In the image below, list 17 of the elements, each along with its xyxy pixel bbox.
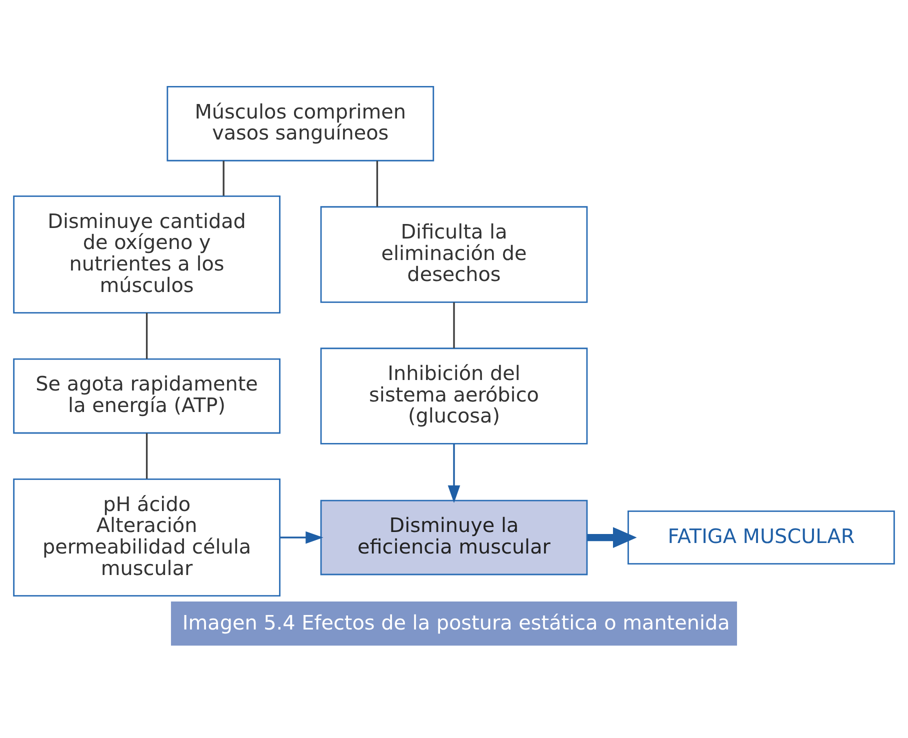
node-box: Disminuye la eficiencia muscular xyxy=(320,500,588,576)
connector xyxy=(376,160,378,206)
node-box: Disminuye cantidad de oxígeno y nutrientes a los músculos xyxy=(13,195,280,314)
node-box: Músculos comprimen vasos sanguíneos xyxy=(166,86,434,162)
connector xyxy=(222,160,224,196)
node-box: pH ácido Alteración permeabilidad célula muscular xyxy=(13,478,280,597)
arrow xyxy=(587,527,637,548)
node-box: Inhibición del sistema aeróbico (glucosa) xyxy=(320,348,588,444)
arrow xyxy=(280,531,324,544)
connector xyxy=(146,312,148,359)
arrow xyxy=(448,444,460,503)
connector xyxy=(146,433,148,479)
node-box: Se agota rapidamente la energía (ATP) xyxy=(13,358,280,434)
node-box: Dificulta la eliminación de desechos xyxy=(320,206,588,303)
caption: Imagen 5.4 Efectos de la postura estática o mantenida xyxy=(182,612,730,635)
connector xyxy=(453,302,455,348)
node-box: FATIGA MUSCULAR xyxy=(628,510,895,565)
